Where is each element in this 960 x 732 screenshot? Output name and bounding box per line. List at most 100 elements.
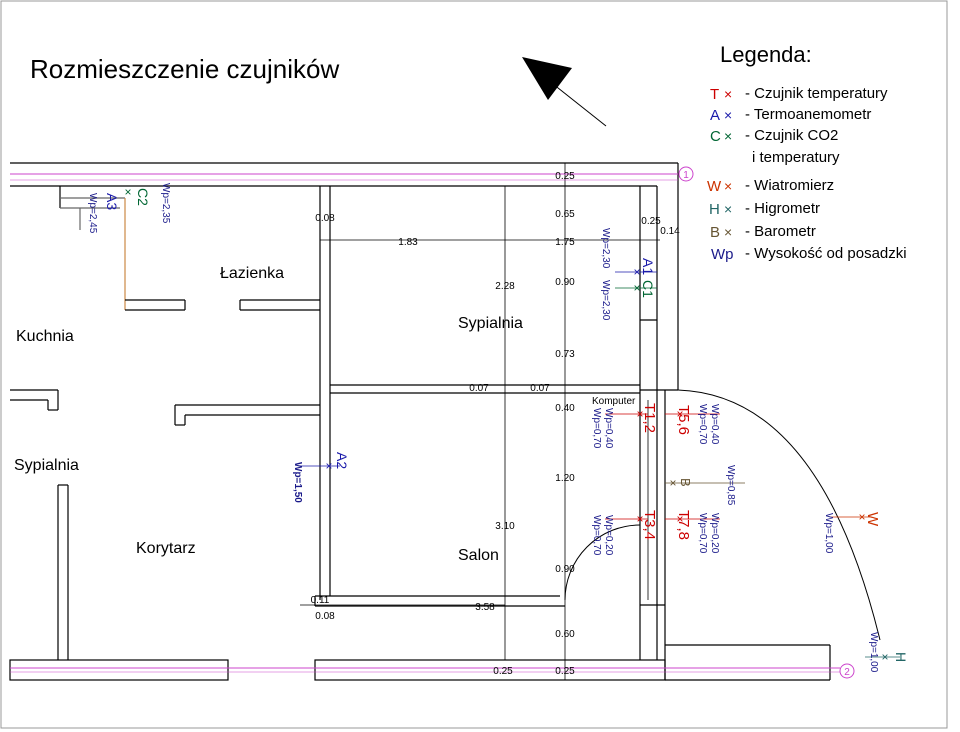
sensor-wp-t78-b: Wp=0,70 bbox=[697, 513, 708, 554]
sensor-label-a2: A2 bbox=[334, 452, 350, 469]
dim-label: 0.73 bbox=[555, 349, 575, 360]
dimension-lines bbox=[300, 163, 660, 680]
cross-icon: × bbox=[633, 265, 640, 279]
dim-label: 0.07 bbox=[530, 383, 550, 394]
sensor-wp-t34-b: Wp=0,70 bbox=[591, 515, 602, 556]
sensor-w: × W Wp=1,00 bbox=[823, 510, 881, 554]
sensor-label-t56: T5,6 bbox=[675, 405, 692, 435]
cross-icon: × bbox=[124, 185, 131, 199]
dim-label: 0.07 bbox=[469, 383, 489, 394]
room-sypialnia-left: Sypialnia bbox=[14, 457, 79, 474]
dim-label: 1.83 bbox=[398, 237, 418, 248]
sensor-label-a1: A1 bbox=[640, 258, 656, 275]
sensor-wp-t78-a: Wp=0,20 bbox=[709, 513, 720, 554]
dim-label: 0.25 bbox=[493, 666, 513, 677]
sensor-label-c2: C2 bbox=[135, 188, 151, 206]
legend-desc-c2: i temperatury bbox=[752, 149, 840, 166]
sensor-a1-c1: × × A1 C1 Wp=2,30 Wp=2,30 bbox=[600, 228, 657, 321]
cross-icon: × bbox=[636, 512, 643, 526]
sensor-wp-t34-a: Wp=0,20 bbox=[603, 515, 614, 556]
dim-label: 0.90 bbox=[555, 564, 575, 575]
dim-label: 3.10 bbox=[495, 521, 515, 532]
sensor-c2-a3: × C2 A3 Wp=2,35 Wp=2,45 bbox=[87, 183, 171, 234]
dim-label: 0.25 bbox=[641, 216, 661, 227]
legend-code-a: A bbox=[710, 107, 720, 124]
sensor-label-a3: A3 bbox=[104, 193, 120, 210]
sensor-t12: × T1,2 Wp=0,40 Wp=0,70 bbox=[591, 403, 658, 449]
dim-label: 2.28 bbox=[495, 281, 515, 292]
dim-label: 1.20 bbox=[555, 473, 575, 484]
sensor-label-t12: T1,2 bbox=[641, 403, 658, 433]
sensor-wp-t12-b: Wp=0,70 bbox=[591, 408, 602, 449]
sensor-label-c1: C1 bbox=[640, 280, 656, 298]
dim-label: 0.08 bbox=[315, 213, 335, 224]
room-lazienka: Łazienka bbox=[220, 265, 284, 282]
sensor-t78: × T7,8 Wp=0,20 Wp=0,70 bbox=[665, 510, 720, 554]
dim-label: 0.65 bbox=[555, 209, 575, 220]
legend-cross-icon: × bbox=[724, 86, 732, 102]
sensor-wp-a3: Wp=2,45 bbox=[87, 193, 98, 234]
sensor-wp-h: Wp=1,00 bbox=[868, 632, 879, 673]
sensor-wp-t56-b: Wp=0,70 bbox=[697, 404, 708, 445]
sensor-wp-a2: Wp=1,50 bbox=[292, 462, 303, 503]
legend-cross-icon: × bbox=[724, 201, 732, 217]
axis-2-marker bbox=[839, 663, 855, 679]
dim-label: 0.25 bbox=[555, 171, 575, 182]
cross-icon: × bbox=[633, 281, 640, 295]
dim-label: 0.08 bbox=[315, 611, 335, 622]
cross-icon: × bbox=[881, 650, 888, 664]
room-labels: Łazienka Kuchnia Sypialnia Sypialnia Kor… bbox=[14, 265, 636, 564]
sensor-label-t78: T7,8 bbox=[675, 510, 692, 540]
legend-cross-icon: × bbox=[724, 107, 732, 123]
axis-1-marker bbox=[678, 166, 694, 182]
sensor-wp-w: Wp=1,00 bbox=[823, 513, 834, 554]
legend-code-t: T bbox=[710, 86, 719, 103]
dim-label: 1.75 bbox=[555, 237, 575, 248]
cross-icon: × bbox=[858, 510, 865, 524]
dim-label: 0.14 bbox=[660, 226, 680, 237]
walls bbox=[9, 162, 881, 681]
legend-desc-a: - Termoanemometr bbox=[745, 106, 871, 123]
cross-icon: × bbox=[636, 407, 643, 421]
sensor-label-b: B bbox=[678, 478, 693, 487]
axis-1-label: 1 bbox=[683, 170, 689, 181]
legend-code-b: B bbox=[710, 224, 720, 241]
dim-label: 3.58 bbox=[475, 602, 495, 613]
cross-icon: × bbox=[676, 407, 683, 421]
sensor-wp-c2: Wp=2,35 bbox=[160, 183, 171, 224]
legend-desc-t: - Czujnik temperatury bbox=[745, 85, 888, 102]
legend-title: Legenda: bbox=[720, 42, 812, 67]
legend-code-c: C bbox=[710, 128, 721, 145]
page-title: Rozmieszczenie czujników bbox=[30, 54, 339, 84]
legend-desc-c: - Czujnik CO2 bbox=[745, 127, 838, 144]
room-korytarz: Korytarz bbox=[136, 540, 196, 557]
legend-cross-icon: × bbox=[724, 178, 732, 194]
dim-label: 0.40 bbox=[555, 403, 575, 414]
sensor-label-h: H bbox=[893, 652, 909, 662]
sensor-b: × B Wp=0,85 bbox=[665, 465, 745, 506]
sensor-wp-t56-a: Wp=0,40 bbox=[709, 404, 720, 445]
sensor-t56: × T5,6 Wp=0,40 Wp=0,70 bbox=[665, 404, 720, 445]
legend-desc-wp: - Wysokość od posadzki bbox=[745, 245, 907, 262]
sensor-h: × H Wp=1,00 bbox=[865, 632, 909, 673]
room-sypialnia-right: Sypialnia bbox=[458, 315, 523, 332]
sensor-a2: × A2 Wp=1,50 bbox=[292, 452, 350, 503]
room-salon: Salon bbox=[458, 547, 499, 564]
legend: Legenda: T × - Czujnik temperatury A × -… bbox=[707, 42, 907, 263]
sensor-wp-t12-a: Wp=0,40 bbox=[603, 408, 614, 449]
room-komputer: Komputer bbox=[592, 396, 636, 407]
legend-code-h: H bbox=[709, 201, 720, 218]
cross-icon: × bbox=[676, 512, 683, 526]
sensor-label-w: W bbox=[864, 512, 881, 527]
legend-desc-b: - Barometr bbox=[745, 223, 816, 240]
axis-2-label: 2 bbox=[844, 667, 850, 678]
room-kuchnia: Kuchnia bbox=[16, 328, 74, 345]
cross-icon: × bbox=[669, 476, 676, 490]
axis-lines: 1 2 bbox=[10, 166, 855, 679]
dim-label: 0.60 bbox=[555, 629, 575, 640]
sensor-wp-c1: Wp=2,30 bbox=[600, 280, 611, 321]
legend-cross-icon: × bbox=[724, 224, 732, 240]
dim-label: 0.11 bbox=[311, 595, 330, 606]
